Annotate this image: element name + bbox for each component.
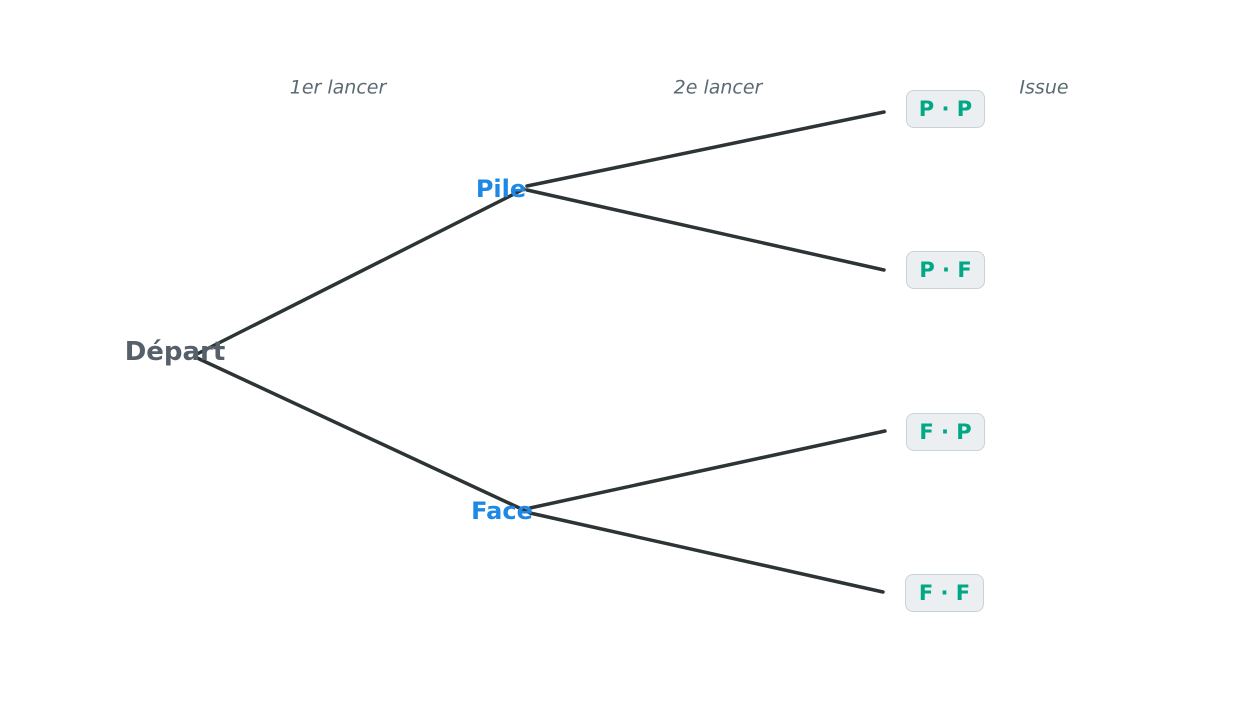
outcome-label-ff: F · F bbox=[918, 580, 971, 605]
outcome-label-fp: F · P bbox=[919, 419, 972, 444]
column-header-issue: Issue bbox=[1019, 76, 1069, 99]
outcome-box-pf: P · F bbox=[906, 251, 985, 289]
edge-depart-pile bbox=[193, 187, 526, 357]
edge-face-fp bbox=[528, 429, 887, 510]
root-node-depart: Départ bbox=[124, 337, 226, 367]
edge-depart-face bbox=[193, 355, 530, 514]
column-header-first-toss: 1er lancer bbox=[289, 76, 387, 99]
branch-node-face: Face bbox=[471, 497, 533, 525]
outcome-label-pf: P · F bbox=[919, 257, 972, 282]
outcome-box-ff: F · F bbox=[905, 574, 984, 612]
edge-pile-pf bbox=[525, 188, 886, 272]
outcome-label-pp: P · P bbox=[918, 96, 973, 121]
outcome-box-fp: F · P bbox=[906, 413, 985, 451]
outcome-box-pp: P · P bbox=[906, 90, 985, 128]
branch-node-pile: Pile bbox=[475, 175, 527, 203]
column-header-second-toss: 2e lancer bbox=[673, 76, 763, 99]
edge-face-ff bbox=[528, 511, 885, 594]
edge-pile-pp bbox=[525, 110, 886, 188]
